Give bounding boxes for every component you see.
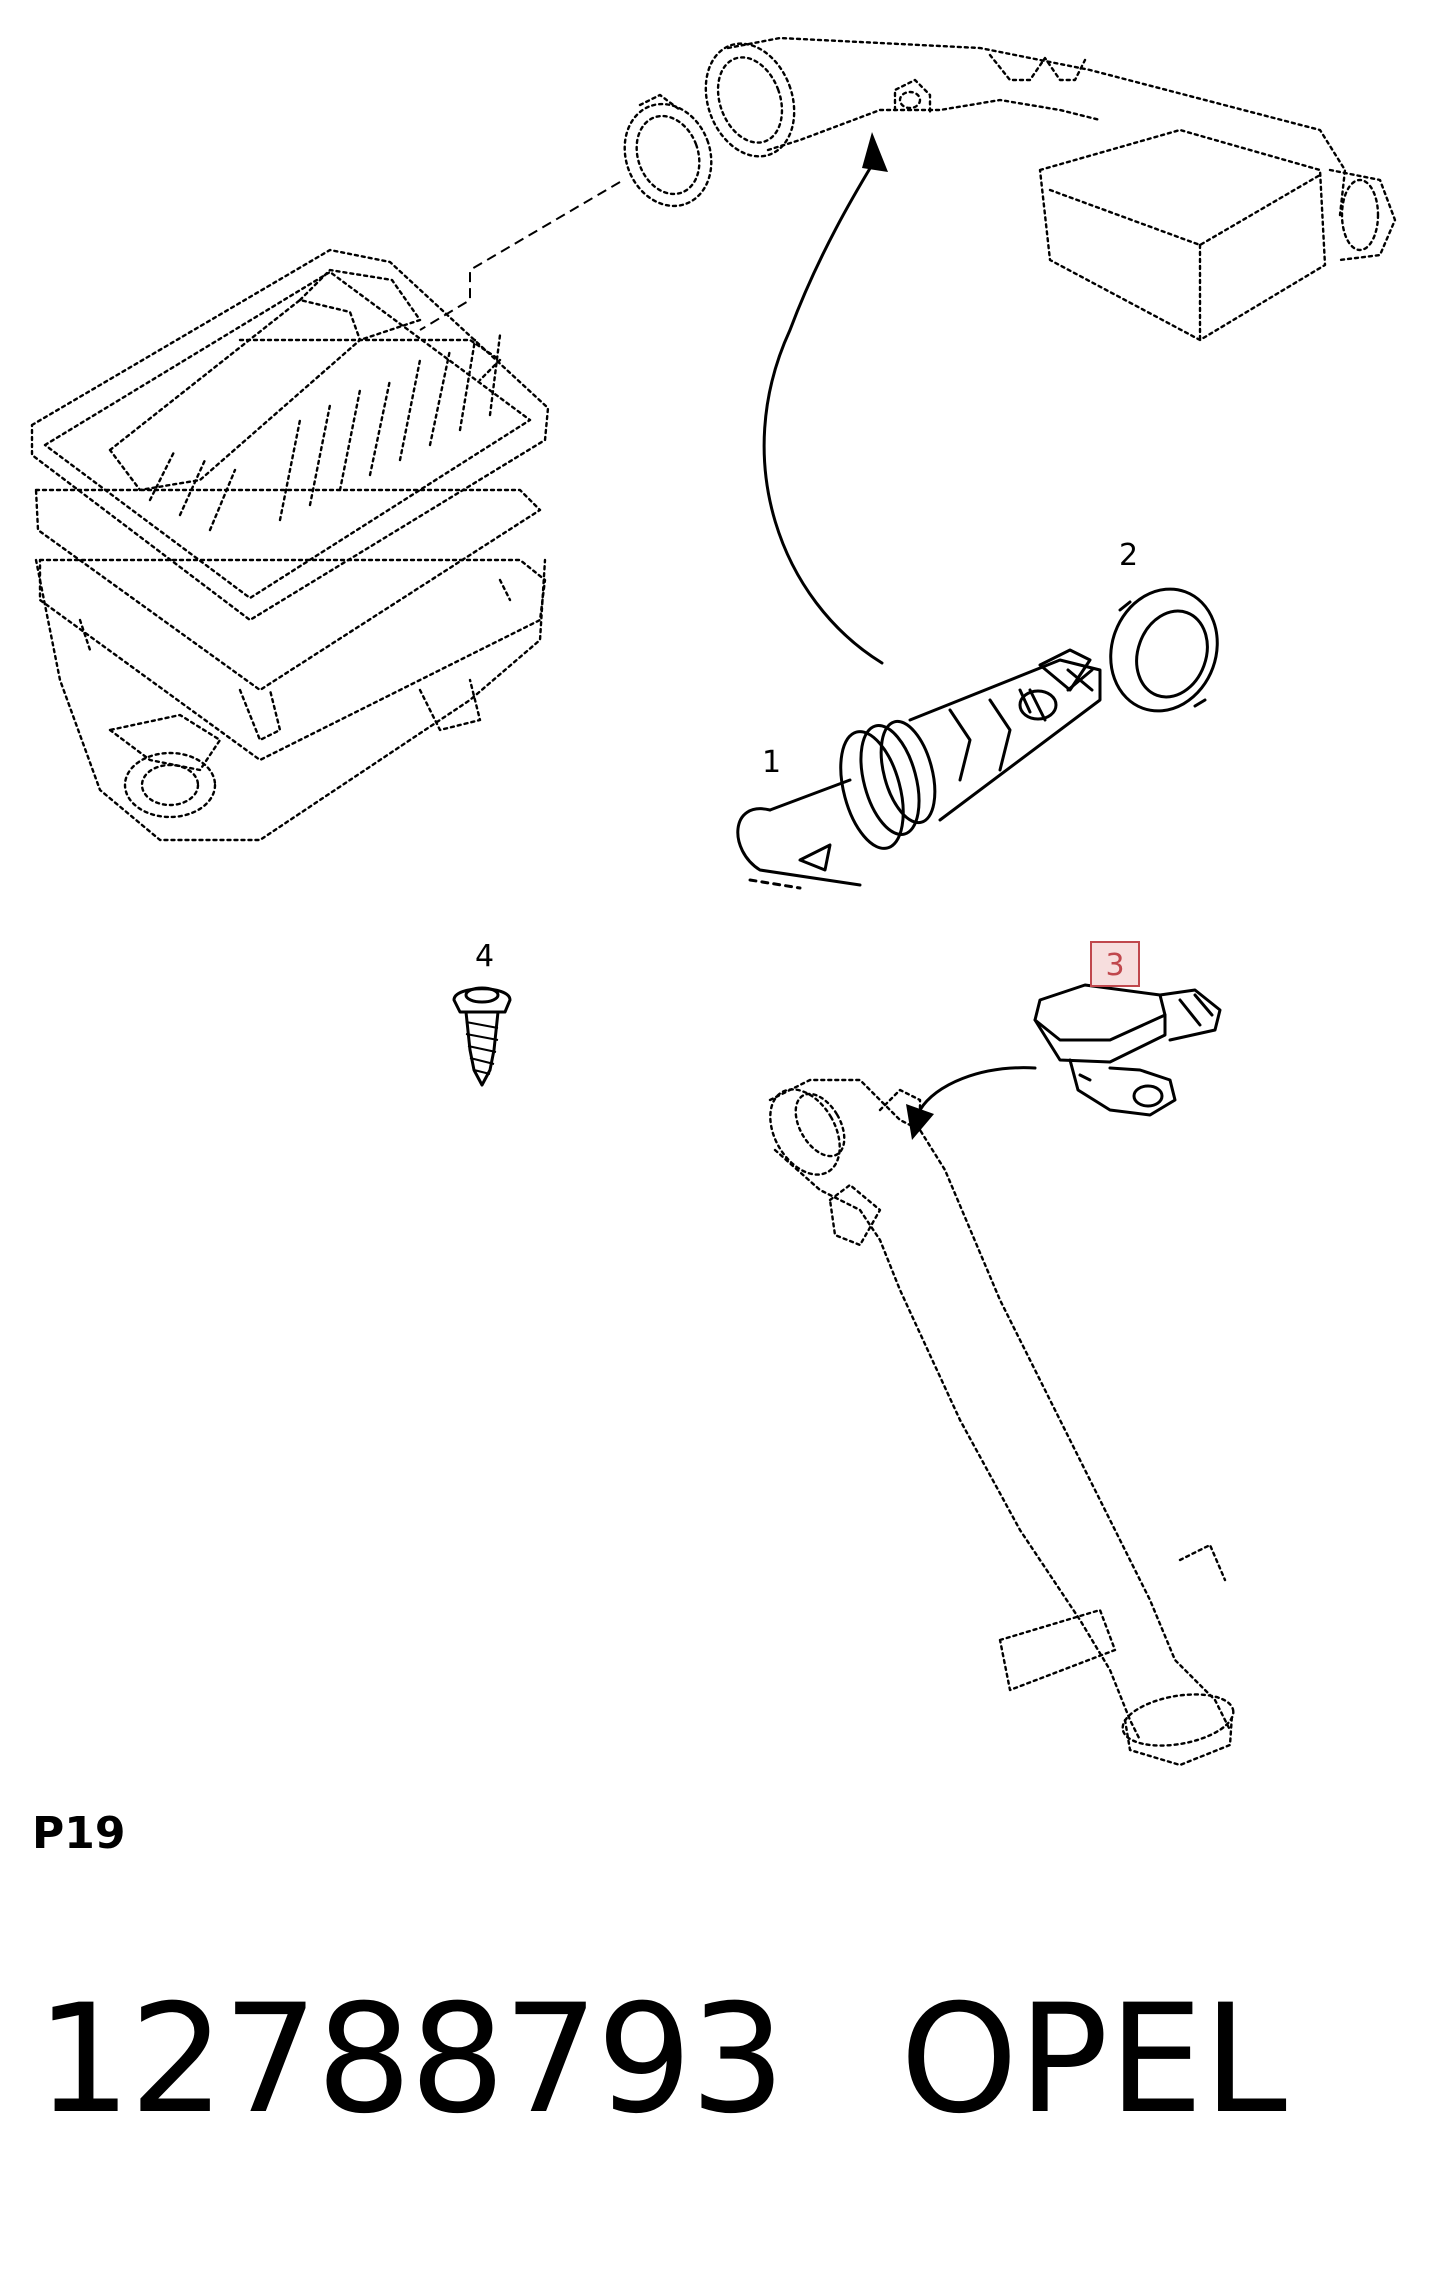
callout-3-highlighted[interactable]: 3 [1090,941,1140,987]
callout-1: 1 [762,745,782,780]
part-number: 12788793 [36,1973,785,2147]
part-2-seal-ring [1109,587,1219,713]
upper-air-duct [623,36,1397,342]
part-1-sensor [736,648,1102,890]
air-filter-housing [30,248,550,842]
arrow-to-tube-port [906,1066,1037,1140]
lower-intake-tube [768,1078,1235,1767]
brand-name: OPEL [900,1973,1287,2147]
part-3-sensor [1033,983,1222,1117]
leader-line-clamp [419,181,621,331]
part-4-screw [452,986,512,1087]
exploded-parts-diagram [30,36,1397,1767]
callout-2: 2 [1119,538,1139,573]
page-code: P19 [32,1808,126,1859]
callout-4: 4 [475,939,495,974]
arrow-to-duct-port [762,132,888,665]
